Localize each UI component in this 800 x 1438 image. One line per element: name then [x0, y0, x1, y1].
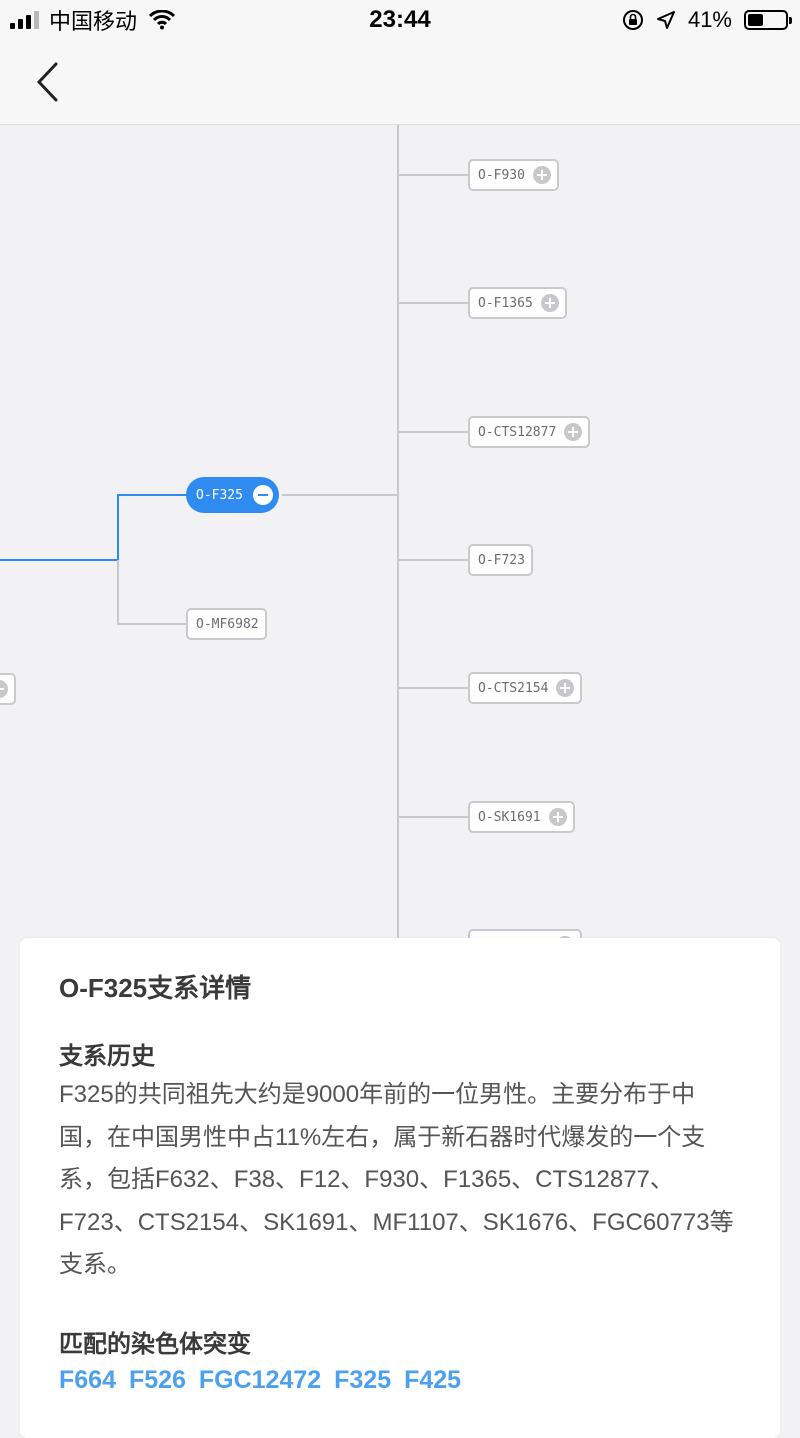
node-label: O-CTS2154 — [478, 680, 549, 696]
child-branches — [398, 174, 470, 818]
node-label: O-F1365 — [478, 295, 533, 311]
expand-icon — [556, 679, 575, 697]
sibling-connector — [117, 560, 188, 625]
mutation-link[interactable]: F664 — [59, 1366, 116, 1394]
status-bar: 中国移动 23:44 41% — [0, 0, 800, 40]
detail-sheet: O-F325支系详情 支系历史 F325的共同祖先大约是9000年前的一位男性。… — [20, 938, 780, 1438]
battery-percent: 41% — [687, 7, 732, 32]
mutations-heading: 匹配的染色体突变 — [59, 1331, 251, 1358]
node-label: O-F930 — [478, 167, 525, 183]
child-node[interactable]: O-F930 — [468, 159, 559, 191]
sibling-node[interactable]: O-MF6982 — [186, 608, 267, 640]
chevron-left-icon — [36, 62, 58, 102]
collapse-icon — [252, 485, 273, 505]
carrier-label: 中国移动 — [49, 9, 138, 34]
mutation-link[interactable]: F325 — [334, 1366, 392, 1394]
mutation-list: F664 F526 FGC12472 F325 F425 — [59, 1366, 467, 1395]
child-node[interactable]: O-CTS2154 — [468, 672, 583, 704]
node-label: O-F723 — [478, 552, 525, 568]
expand-icon — [532, 166, 551, 184]
expand-icon — [564, 423, 583, 441]
detail-title: O-F325支系详情 — [59, 973, 252, 1003]
rotation-lock-icon — [622, 10, 643, 30]
child-node[interactable]: O-SK1691 — [468, 801, 575, 833]
mutation-link[interactable]: F425 — [404, 1366, 462, 1394]
history-heading: 支系历史 — [59, 1043, 155, 1070]
status-right: 41% — [622, 6, 792, 34]
nav-bar — [0, 40, 800, 125]
node-label: O-SK1691 — [478, 809, 541, 825]
battery-icon — [744, 10, 792, 30]
mutation-link[interactable]: FGC12472 — [198, 1366, 322, 1394]
expand-icon — [548, 808, 567, 826]
node-label: O-CTS12877 — [478, 424, 557, 440]
branch-tree: O-F325 O-MF6982 O-F930 O-F1365 O-CTS1287… — [0, 125, 800, 1025]
node-label: O-F325 — [196, 487, 243, 503]
back-button[interactable] — [30, 60, 70, 104]
offscreen-node[interactable] — [0, 673, 16, 705]
child-node[interactable]: O-CTS12877 — [468, 416, 591, 448]
mutation-link[interactable]: F526 — [128, 1366, 186, 1394]
tree-connectors — [0, 125, 470, 945]
history-text: F325的共同祖先大约是9000年前的一位男性。主要分布于中国，在中国男性中占1… — [59, 1081, 734, 1278]
location-icon — [656, 11, 675, 29]
child-node[interactable]: O-F723 — [468, 544, 533, 576]
status-left: 中国移动 — [10, 6, 176, 34]
expand-icon — [540, 294, 559, 312]
status-time: 23:44 — [369, 6, 431, 33]
active-connector — [0, 494, 188, 561]
child-node[interactable]: O-F1365 — [468, 287, 567, 319]
selected-node[interactable]: O-F325 — [186, 477, 279, 513]
node-label: O-MF6982 — [196, 616, 259, 632]
expand-icon — [0, 680, 8, 698]
wifi-icon — [149, 10, 176, 30]
signal-icon — [10, 11, 39, 29]
